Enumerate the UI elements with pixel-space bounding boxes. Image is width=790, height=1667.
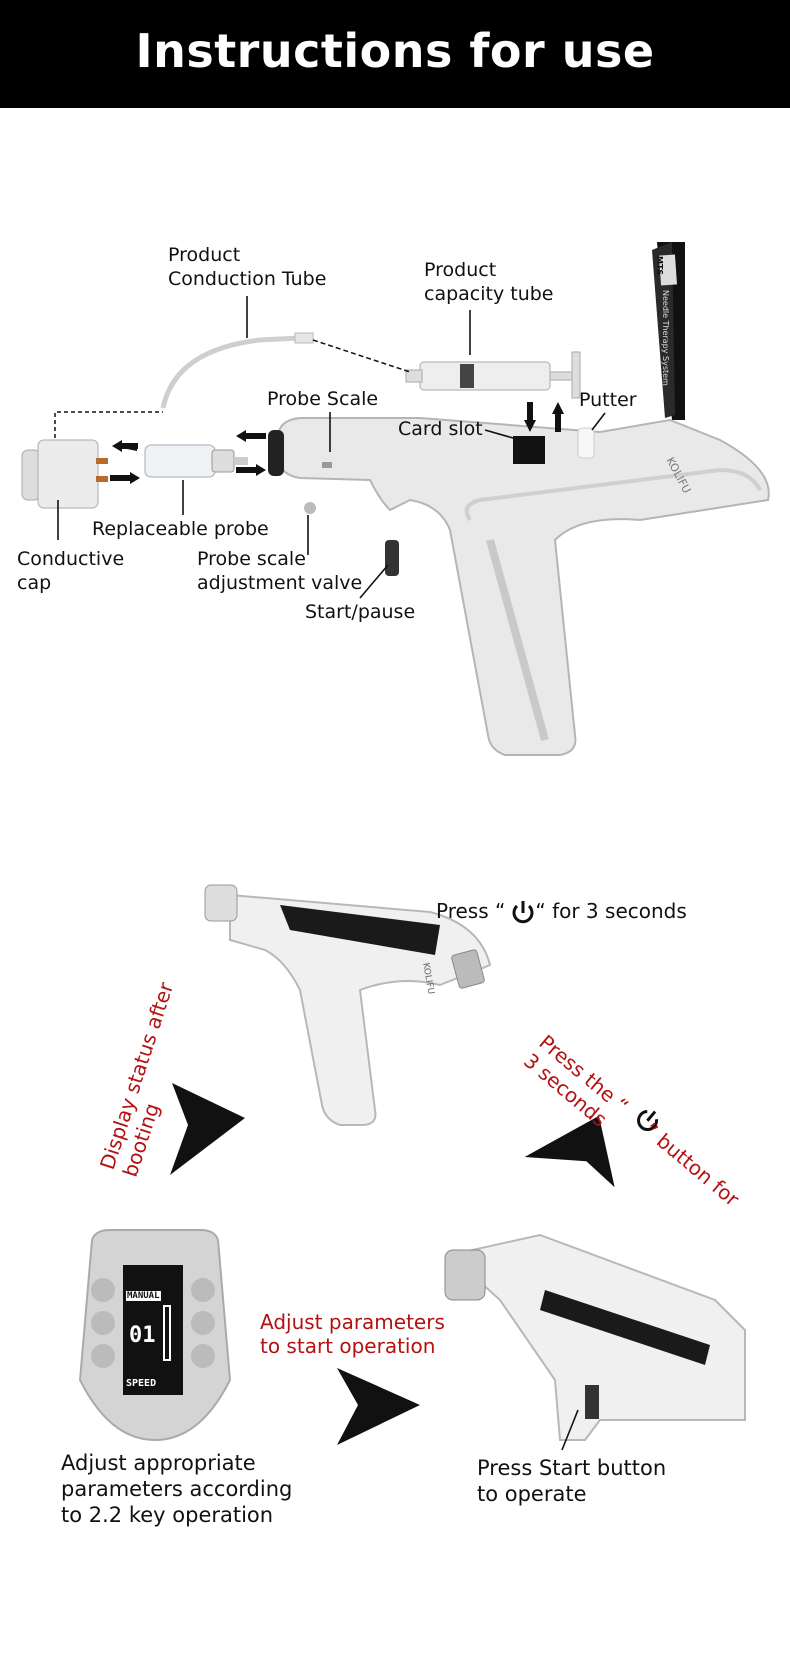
lcd-value: 01 — [129, 1323, 156, 1348]
lcd-label: SPEED — [126, 1378, 157, 1389]
label-card-slot: Card slot — [398, 418, 483, 440]
tablet-stand — [652, 242, 685, 420]
title-banner — [0, 0, 790, 108]
conduction-tube-image — [160, 335, 301, 409]
arrow-right — [337, 1368, 420, 1445]
label-probe-scale-adjustment-valve: Probe scale adjustment valve — [197, 548, 363, 594]
stand-screen-badge: MTS — [655, 256, 664, 276]
arrow-left-down — [170, 1083, 245, 1175]
arrow-up-left — [524, 1115, 615, 1188]
page-title: Instructions for use — [135, 24, 655, 78]
gun-body — [268, 417, 770, 756]
syringe-icon — [163, 1305, 171, 1361]
device-photo-bottom — [444, 1233, 746, 1451]
label-start-pause: Start/pause — [305, 601, 416, 623]
adjust-params-red-label: Adjust parameters to start operation — [260, 1310, 445, 1358]
stand-screen-text: Needle Therapy System — [661, 290, 670, 386]
press-start-label: Press Start button to operate — [477, 1456, 667, 1506]
device-photo-top — [204, 884, 492, 1126]
conductive-cap-image — [21, 439, 108, 509]
label-replaceable-probe: Replaceable probe — [92, 518, 269, 540]
syringe-image — [405, 351, 581, 399]
adjust-params-label: Adjust appropriate parameters according … — [61, 1451, 293, 1527]
label-conductive-cap: Conductive cap — [17, 548, 125, 594]
power-icon — [512, 901, 534, 924]
power-icon-red-label — [637, 1110, 658, 1131]
label-putter: Putter — [579, 389, 637, 411]
label-product-conduction-tube: Product Conduction Tube — [168, 244, 327, 290]
press-power-label: Press ““ for 3 seconds — [436, 899, 687, 923]
label-product-capacity-tube: Product capacity tube — [424, 259, 554, 305]
label-probe-scale: Probe Scale — [267, 388, 379, 410]
lcd-mode: MANUAL — [126, 1291, 161, 1301]
replaceable-probe-image — [144, 444, 248, 478]
lcd-screen: MANUAL 01 SPEED — [123, 1265, 183, 1395]
